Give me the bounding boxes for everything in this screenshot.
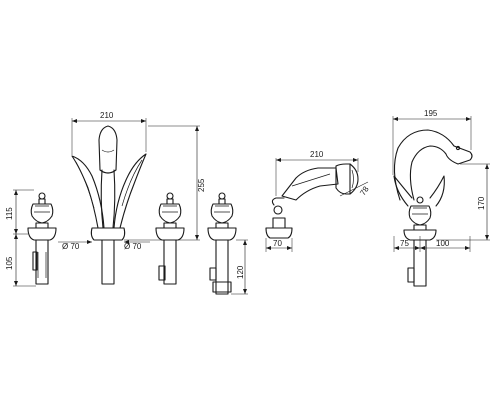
spout-base-diameter-left-label: Ø 70	[62, 242, 80, 251]
swan-body-width-label: 100	[436, 239, 450, 248]
spout-dimensions: 210 255 Ø 70 Ø 70	[58, 111, 206, 251]
hand-shower	[265, 163, 359, 239]
spout-base-diameter-right-label: Ø 70	[124, 242, 142, 251]
swan-base-offset-label: 75	[400, 239, 409, 248]
middle-valve	[155, 192, 185, 285]
swan-width-label: 195	[424, 109, 438, 118]
diverter-dimensions: 120	[231, 239, 248, 295]
swan-dimensions: 195 170 75 100	[392, 109, 490, 252]
diverter-lower-height-label: 120	[236, 265, 245, 279]
valve-lower-height-label: 105	[5, 256, 14, 270]
spout-height-label: 255	[197, 178, 206, 192]
swan-height-label: 170	[477, 196, 486, 210]
handshower-length-label: 210	[310, 150, 324, 159]
valve-upper-height-label: 115	[5, 207, 14, 220]
left-valve-dimensions: 115 105	[5, 189, 36, 287]
hand-shower-dimensions: 210 78 70	[265, 150, 371, 252]
left-valve	[27, 192, 57, 285]
diverter-valve	[207, 192, 237, 295]
spout-width-label: 210	[100, 111, 114, 120]
center-spout	[71, 125, 147, 285]
handshower-base-label: 70	[273, 239, 282, 248]
swan-spout	[393, 129, 473, 287]
